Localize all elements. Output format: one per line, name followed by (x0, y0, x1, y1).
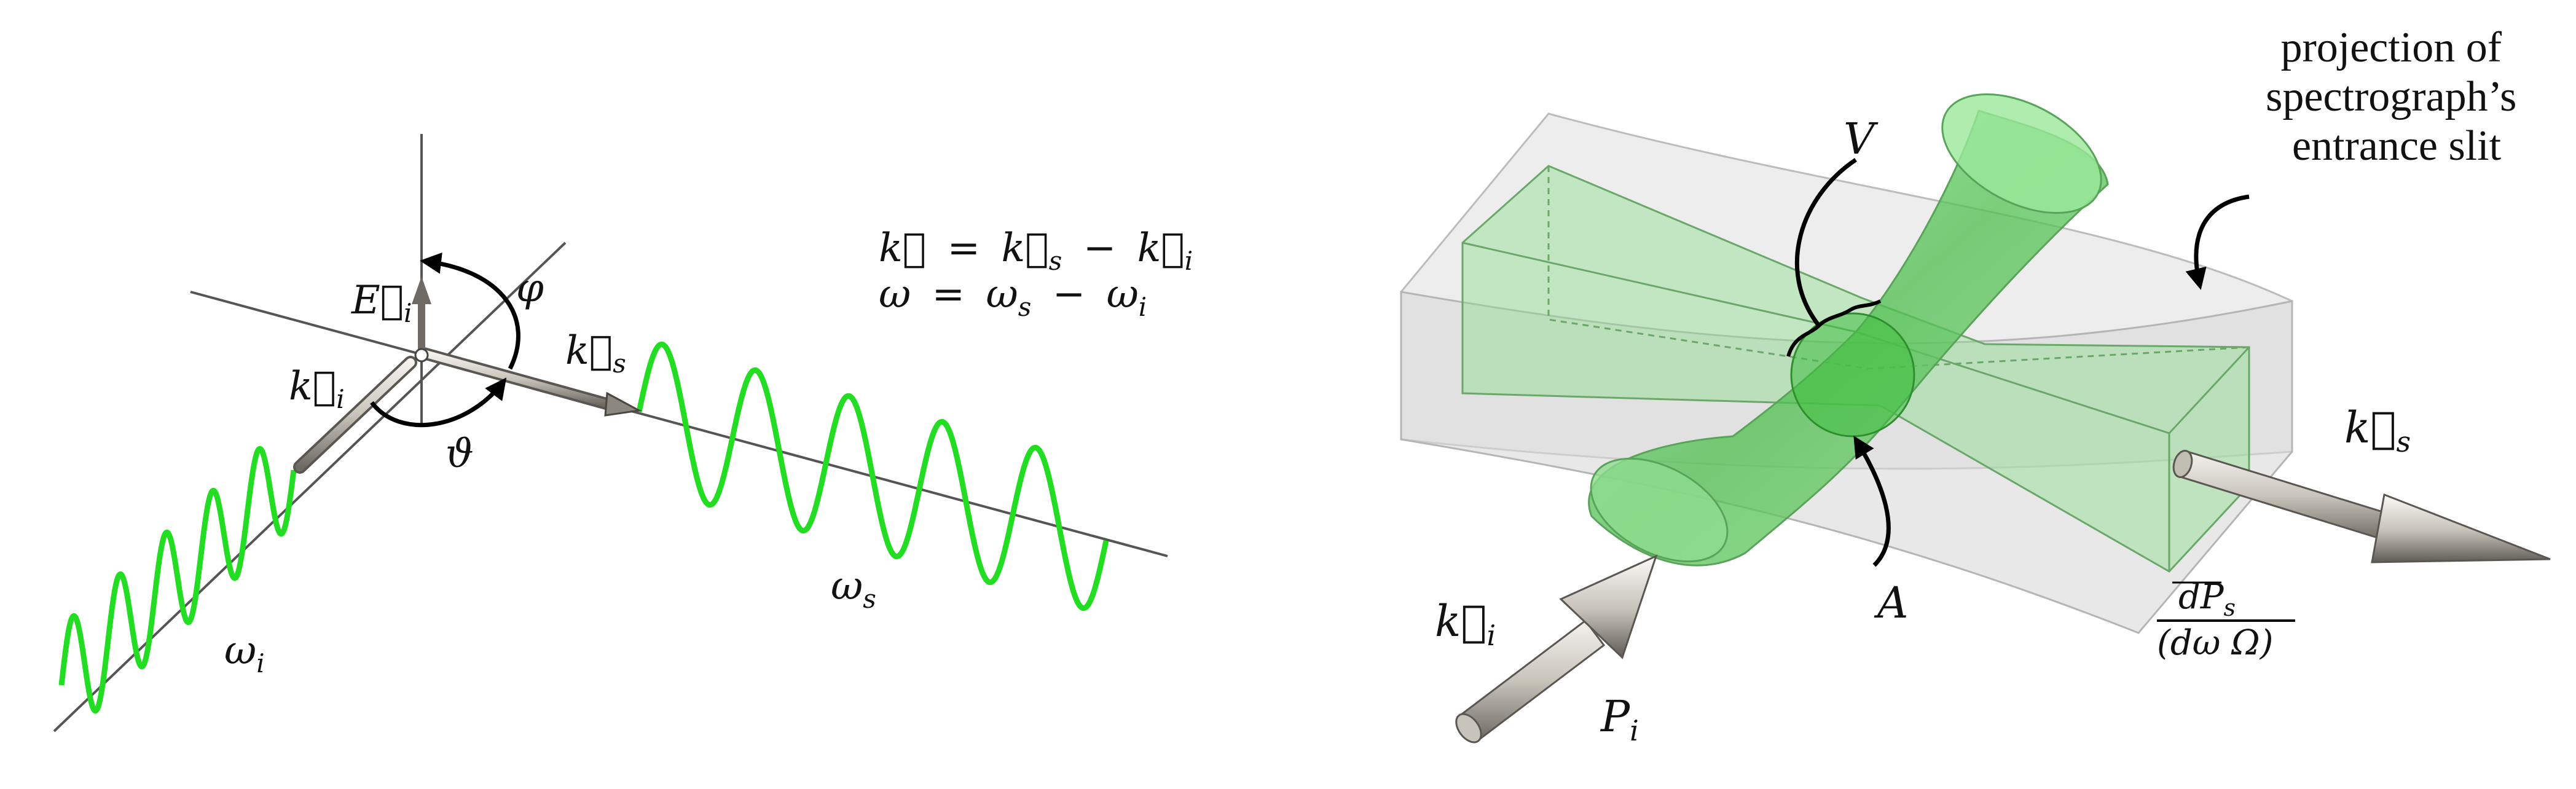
label-k-i-right: k⃗i (1435, 596, 1496, 652)
left-panel: E⃗i φ k⃗i ϑ k⃗s ωi ωs k⃗ = k⃗s − k⃗i ω =… (53, 134, 1193, 732)
incident-wave (58, 446, 297, 714)
label-phi: φ (516, 265, 544, 311)
slit-pointer (2185, 194, 2250, 290)
origin-point (414, 348, 429, 363)
ks-vector-rod (418, 347, 642, 417)
oblique-axis-line (53, 241, 567, 732)
right-panel: V A k⃗s k⃗i Pi dPs (dω Ω) projection of … (1400, 24, 2551, 747)
A-pointer (1853, 436, 1891, 567)
label-E-i: E⃗i (351, 278, 412, 328)
ks-arrow (2172, 450, 2551, 563)
label-omega-s: ωs (831, 563, 876, 614)
phi-angle-arc (420, 252, 520, 370)
label-k-s-right: k⃗s (2344, 402, 2411, 458)
ki-arrow (1455, 554, 1658, 744)
ki-vector-rod (293, 356, 417, 474)
label-P-i: Pi (1600, 691, 1639, 747)
incident-axis-line (190, 291, 1168, 557)
scattered-wave (636, 341, 1109, 611)
label-theta: ϑ (446, 431, 474, 477)
equation-omega-transfer: ω = ωs − ωi (879, 272, 1147, 326)
power-fraction: dPs (dω Ω) (2157, 577, 2295, 663)
svg-text:dPs: dPs (2178, 577, 2236, 621)
label-k-i: k⃗i (289, 364, 345, 414)
svg-text:(dω Ω): (dω Ω) (2157, 623, 2273, 663)
equation-k-transfer: k⃗ = k⃗s − k⃗i (879, 226, 1193, 280)
ei-vector-arrow (412, 277, 431, 353)
label-A: A (1874, 578, 1909, 628)
label-omega-i: ωi (224, 628, 265, 678)
label-V: V (1844, 114, 1879, 164)
laser-beam (1588, 93, 2109, 567)
V-brace (1786, 299, 1882, 357)
label-k-s: k⃗s (565, 328, 626, 379)
theta-angle-arc (370, 377, 507, 428)
slit-caption: projection of spectrograph’s entrance sl… (2266, 24, 2527, 170)
focal-waist (1790, 312, 1915, 438)
V-pointer (1794, 158, 1857, 328)
